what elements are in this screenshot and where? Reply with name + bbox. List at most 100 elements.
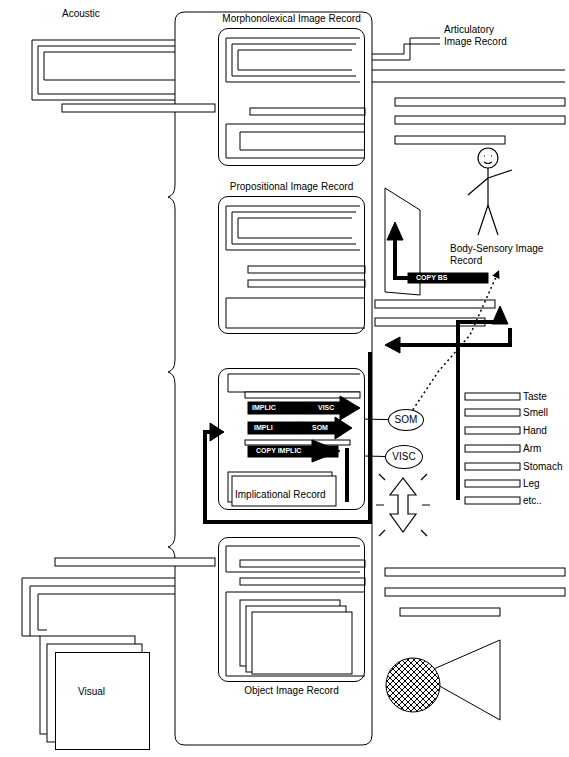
body-sensory-channel-part	[465, 480, 520, 487]
acoustic-channel	[32, 40, 215, 112]
bar-label: COPY BS	[416, 273, 447, 283]
object-internals-part	[226, 546, 360, 572]
articulatory-channel-part	[372, 82, 565, 83]
flow-arrows-part	[385, 337, 400, 353]
subsystem-label: Acoustic	[62, 8, 122, 24]
subsystem-label: Body-Sensory Image Record	[450, 243, 560, 271]
body-sensory-channel-part	[465, 497, 520, 504]
node-text: SOM	[395, 414, 418, 426]
bar-label: VISC	[318, 403, 334, 413]
subsystem-spine	[168, 12, 372, 745]
propositional-internals-part	[226, 298, 365, 328]
object-channel-part	[385, 568, 565, 576]
visual-channel-part	[38, 594, 175, 630]
object-internals-part	[226, 592, 365, 676]
node-text: Articulatory Image Record	[444, 24, 520, 48]
body-sensory-channel-part	[375, 300, 495, 308]
morphonolexical-internals-part	[238, 50, 352, 70]
body-figure	[468, 148, 512, 235]
node-text: Implicational Record	[233, 489, 328, 501]
visual-channel-part	[30, 586, 175, 636]
node-text: Morphonolexical Image Record	[220, 13, 362, 25]
implicational-internals-part	[210, 423, 224, 441]
connector-line	[365, 419, 388, 421]
propositional-internals-part	[232, 212, 356, 244]
acoustic-channel-part	[32, 40, 175, 100]
propositional-internals-part	[248, 266, 365, 273]
morphonolexical-internals-part	[250, 108, 365, 115]
image-record: Morphonolexical Image Record	[218, 28, 365, 166]
bar-label: COPY IMPLIC	[256, 446, 301, 456]
bar-label: IMPLI	[254, 423, 273, 433]
articulatory-channel-part	[395, 136, 505, 144]
implicational-internals-part	[345, 448, 349, 502]
body-sensory-channel-part	[465, 445, 520, 452]
morphonolexical-internals-part	[226, 124, 365, 158]
body-part-label: Smell	[523, 407, 548, 419]
node-text: Body-Sensory Image Record	[450, 243, 560, 267]
implicational-internals-part	[205, 352, 370, 522]
articulatory-channel	[372, 38, 565, 144]
object-channel-part	[400, 608, 500, 616]
body-sensory-channel	[375, 188, 520, 504]
node-text: Acoustic	[62, 8, 122, 20]
propositional-internals-part	[238, 218, 352, 238]
implicational-internals-part	[248, 422, 300, 434]
acoustic-channel-part	[38, 46, 175, 94]
implicational-internals-part	[306, 396, 360, 420]
implicational-internals-part	[228, 374, 360, 392]
body-part-label: Stomach	[523, 461, 562, 473]
body-sensory-channel-part	[465, 409, 520, 416]
propositional-internals	[226, 206, 365, 328]
bodily-effect-arrow-part	[390, 478, 416, 532]
body-part-label: Taste	[523, 391, 547, 403]
node-text: VISC	[392, 451, 415, 463]
body-part-label: Leg	[523, 478, 540, 490]
object-channel-part	[385, 588, 565, 596]
flow-arrows-part	[387, 222, 403, 240]
object-internals-part	[240, 560, 365, 567]
articulatory-channel-part	[395, 98, 565, 106]
connector-line	[413, 271, 499, 410]
visual-channel-part	[55, 558, 215, 566]
effector-circle: SOM	[388, 409, 424, 431]
flow-arrows-part	[398, 328, 510, 345]
body-figure-part	[478, 148, 498, 168]
image-record: Object Image Record	[218, 537, 365, 682]
articulatory-channel-part	[372, 44, 440, 54]
articulatory-channel-part	[372, 70, 565, 71]
bodily-effect-arrow-part	[376, 474, 430, 536]
node-text: Object Image Record	[242, 685, 341, 697]
morphonolexical-internals	[226, 38, 365, 158]
implicational-internals-part	[248, 402, 306, 414]
flow-arrows-part	[395, 238, 410, 278]
object-channel-part	[386, 658, 440, 712]
object-internals-part	[252, 612, 352, 674]
propositional-internals-part	[226, 206, 360, 250]
morphonolexical-internals-part	[232, 44, 356, 76]
object-internals	[226, 546, 365, 676]
morphonolexical-internals-part	[240, 132, 365, 150]
acoustic-channel-part	[44, 52, 175, 80]
implicational-internals	[205, 352, 370, 522]
sensory-box: Visual	[55, 652, 150, 750]
body-sensory-channel-part	[465, 427, 520, 434]
flow-arrows	[385, 222, 510, 500]
node-text: Visual	[78, 686, 105, 698]
bar-label: SOM	[312, 423, 328, 433]
image-record: Propositional Image Record	[218, 196, 365, 334]
body-figure-part	[468, 168, 512, 235]
subsystem-label: Articulatory Image Record	[444, 24, 520, 54]
bodily-effect-arrow	[376, 474, 430, 536]
morphonolexical-internals-part	[226, 38, 360, 82]
flow-arrows-part	[458, 322, 494, 500]
body-part-label: Hand	[523, 425, 547, 437]
propositional-internals-part	[248, 280, 365, 287]
body-sensory-channel-part	[465, 393, 520, 400]
acoustic-channel-part	[62, 104, 215, 112]
implicational-internals-part	[245, 440, 350, 445]
image-record: Implicational Record	[218, 368, 365, 510]
